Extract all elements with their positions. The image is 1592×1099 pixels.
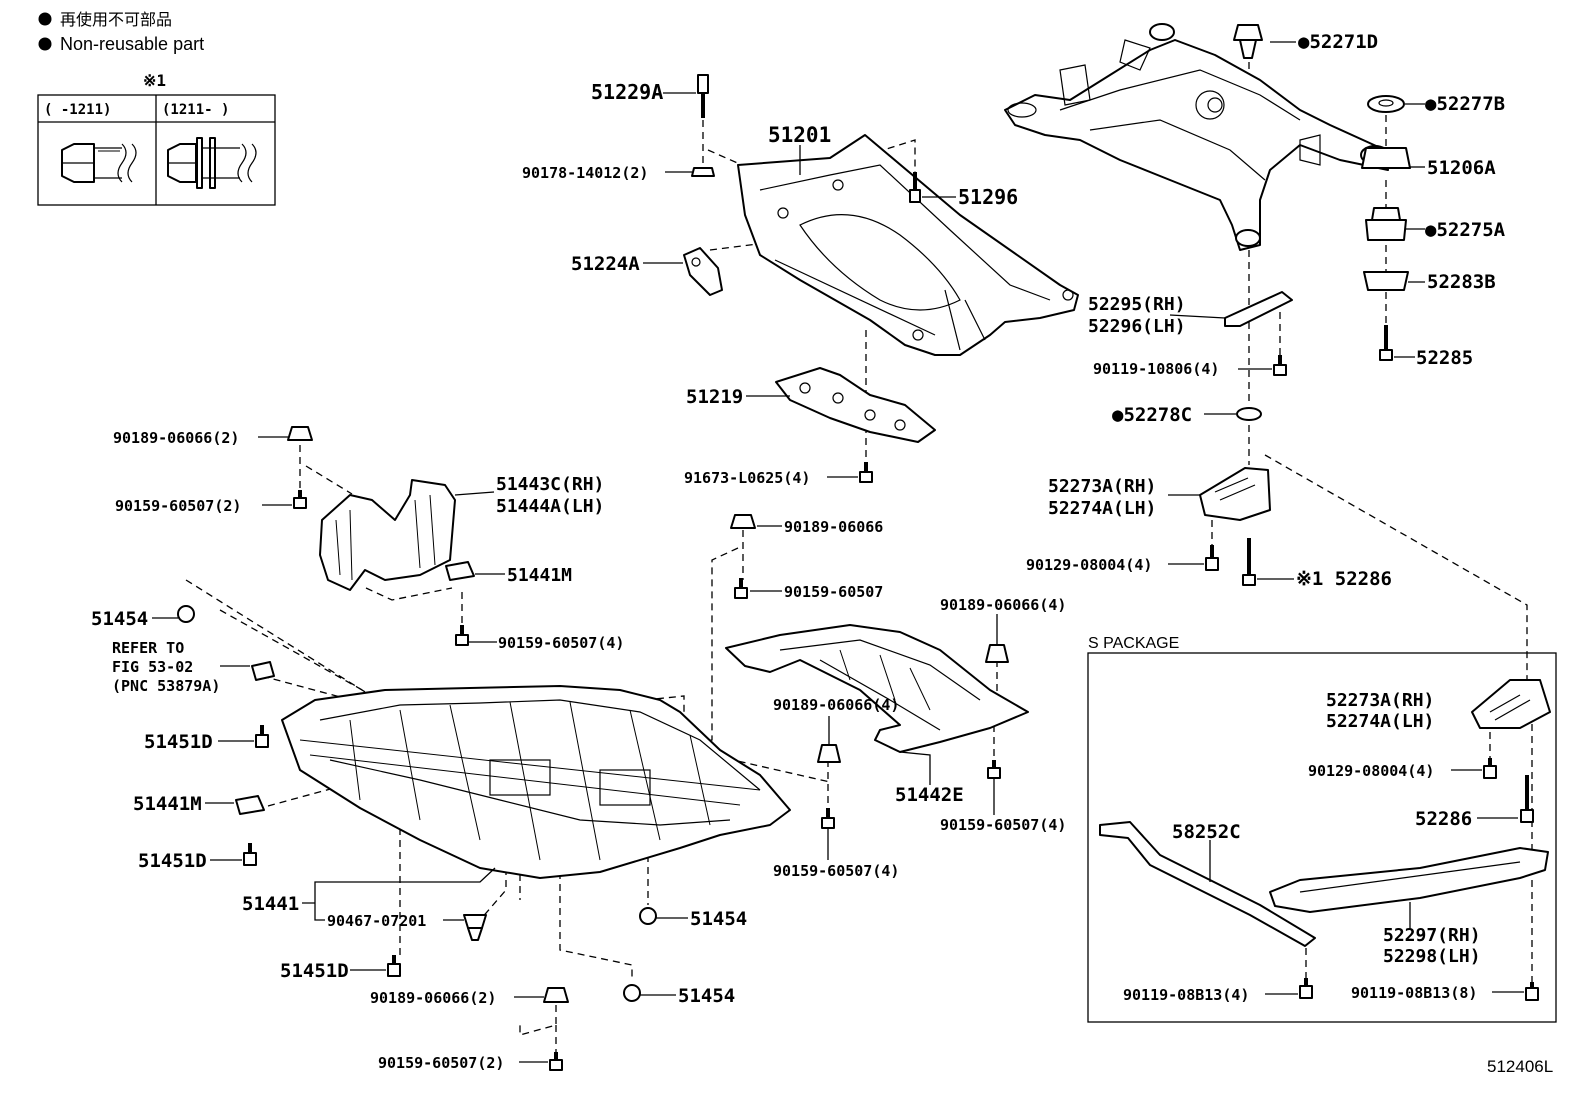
label-52286-b: 52286 <box>1415 808 1472 830</box>
refer-line-2: FIG 53-02 <box>112 658 193 676</box>
label-52275A: ●52275A <box>1425 219 1506 241</box>
label-52295: 52295(RH) <box>1088 294 1186 315</box>
label-51229A: 51229A <box>591 80 663 104</box>
label-51454-c: 51454 <box>678 985 735 1007</box>
label-90119-08B13-a: 90119-08B13(4) <box>1123 986 1249 1004</box>
label-90467-07201: 90467-07201 <box>327 912 426 930</box>
label-90129-08004-a: 90129-08004(4) <box>1026 556 1152 574</box>
label-51443C: 51443C(RH) <box>496 474 604 495</box>
label-51201: 51201 <box>768 123 831 147</box>
label-51451D-a: 51451D <box>144 731 213 753</box>
label-51441: 51441 <box>242 893 299 915</box>
label-90159-60507-b: 90159-60507 <box>784 583 883 601</box>
label-51454-a: 51454 <box>91 608 148 630</box>
label-58252C: 58252C <box>1172 821 1241 843</box>
rear-crossmember <box>1004 23 1390 251</box>
note-col-left: ( -1211) <box>44 102 111 118</box>
note-mark: ※1 <box>143 71 166 90</box>
label-52297: 52297(RH) <box>1383 925 1481 946</box>
label-90129-08004-b: 90129-08004(4) <box>1308 762 1434 780</box>
label-90189-06066-b: 90189-06066 <box>784 518 883 536</box>
label-52283B: 52283B <box>1427 271 1496 293</box>
label-90159-60507-c: 90159-60507(4) <box>498 634 624 652</box>
front-crossmember-51201 <box>737 134 1079 356</box>
label-51441M-b: 51441M <box>133 793 202 815</box>
s-package-box <box>1087 652 1557 1023</box>
label-51224A: 51224A <box>571 253 640 275</box>
legend-jp: 再使用不可部品 <box>60 11 172 29</box>
leader-lines <box>152 41 1524 1063</box>
label-52298: 52298(LH) <box>1383 946 1481 967</box>
label-51442E: 51442E <box>895 784 964 806</box>
label-52286-a: ※1 52286 <box>1296 568 1392 590</box>
label-90159-60507-f: 90159-60507(2) <box>378 1054 504 1072</box>
label-90119-10806: 90119-10806(4) <box>1093 360 1219 378</box>
label-51451D-b: 51451D <box>138 850 207 872</box>
front-cover-51442E <box>725 624 1029 753</box>
fastener-icons <box>177 24 1539 1071</box>
part-labels: ●52271D 51229A 51201 ●52277B 90178-14012… <box>91 31 1553 1076</box>
note-col-right: (1211- ) <box>162 102 229 118</box>
under-cover-51441 <box>281 685 791 879</box>
label-52285: 52285 <box>1416 347 1473 369</box>
label-90189-06066-d: 90189-06066(4) <box>773 696 899 714</box>
label-90189-06066-e: 90189-06066(2) <box>370 989 496 1007</box>
plate-51219 <box>775 367 936 443</box>
label-52274A: 52274A(LH) <box>1048 498 1156 519</box>
label-52296: 52296(LH) <box>1088 316 1186 337</box>
label-51441M-a: 51441M <box>507 565 572 586</box>
label-51444A: 51444A(LH) <box>496 496 604 517</box>
label-90159-60507-e: 90159-60507(4) <box>773 862 899 880</box>
label-90119-08B13-b: 90119-08B13(8) <box>1351 984 1477 1002</box>
label-51296: 51296 <box>958 185 1018 209</box>
bolt-new-icon <box>167 137 257 189</box>
s-package-title: S PACKAGE <box>1088 635 1179 652</box>
label-52274A-s: 52274A(LH) <box>1326 711 1434 732</box>
label-90159-60507-d: 90159-60507(4) <box>940 816 1066 834</box>
side-cover-51443C <box>319 479 456 591</box>
bullet-icon <box>38 37 52 51</box>
label-90178-14012: 90178-14012(2) <box>522 164 648 182</box>
legend-en: Non-reusable part <box>60 34 204 54</box>
label-52278C: ●52278C <box>1112 404 1192 426</box>
label-51451D-c: 51451D <box>280 960 349 982</box>
label-52277B: ●52277B <box>1425 93 1505 115</box>
legend: 再使用不可部品 Non-reusable part ※1 ( -1211) (1… <box>37 11 276 206</box>
refer-line-1: REFER TO <box>112 639 184 657</box>
label-51206A: 51206A <box>1427 157 1496 179</box>
label-52271D: ●52271D <box>1298 31 1378 53</box>
label-90189-06066-a: 90189-06066(2) <box>113 429 239 447</box>
refer-line-3: (PNC 53879A) <box>112 677 220 695</box>
label-90159-60507-a: 90159-60507(2) <box>115 497 241 515</box>
label-51454-b: 51454 <box>690 908 747 930</box>
diagram-code: 512406L <box>1487 1057 1553 1076</box>
label-52273A-s: 52273A(RH) <box>1326 690 1434 711</box>
label-52273A: 52273A(RH) <box>1048 476 1156 497</box>
bullet-icon <box>38 12 52 26</box>
label-51219: 51219 <box>686 386 743 408</box>
label-90189-06066-c: 90189-06066(4) <box>940 596 1066 614</box>
bolt-old-icon <box>61 143 137 183</box>
label-91673-L0625: 91673-L0625(4) <box>684 469 810 487</box>
